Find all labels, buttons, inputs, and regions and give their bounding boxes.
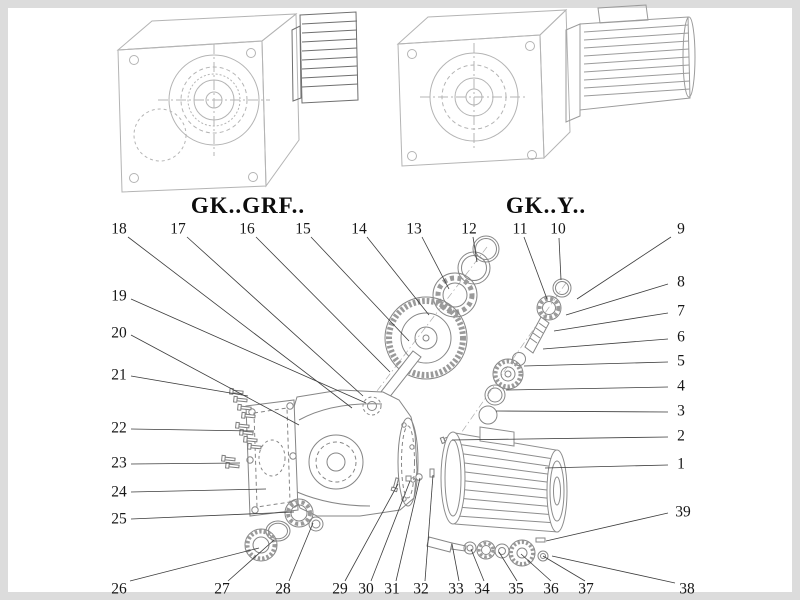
leader-line-35 [498,551,518,582]
leader-line-2 [451,436,669,441]
leader-line-36 [520,553,552,582]
leader-line-10 [558,237,562,281]
input-fin-cover [291,11,359,104]
leader-line-38 [551,555,676,584]
leader-line-32 [424,474,434,582]
leader-line-12 [472,236,478,263]
leader-line-1 [544,464,669,469]
leader-line-37 [542,555,586,582]
leader-line-25 [130,511,295,520]
leader-line-8 [565,283,669,316]
leader-line-24 [130,488,267,493]
variant-label-gk-y: GK..Y.. [505,193,587,218]
leader-line-28 [288,522,314,582]
leader-line-20 [130,334,300,426]
gearbox-y-drawing [396,4,696,167]
leader-line-22 [130,428,255,432]
leader-line-4 [505,386,669,391]
leader-line-14 [366,236,430,316]
input-pinion-stack [478,278,572,425]
leader-line-30 [370,480,411,582]
leader-line-34 [470,548,485,582]
leader-line-19 [130,298,367,404]
leader-line-23 [130,462,241,465]
leader-lines-layer [127,236,676,584]
leader-line-5 [523,361,669,367]
leader-line-21 [130,375,249,397]
leader-line-26 [129,547,260,582]
exploded-assembly [221,235,572,567]
leader-line-29 [344,483,399,582]
output-shaft-parts [426,536,549,567]
gear-housing [287,389,419,517]
leader-line-13 [421,236,450,290]
electric-motor [440,426,568,533]
input-gear-stack [365,235,500,417]
leader-line-39 [545,512,669,542]
leader-line-6 [542,338,669,350]
output-flange-plate [245,399,299,517]
leader-line-31 [395,477,421,582]
variant-label-gk-grf: GK..GRF.. [190,193,306,218]
leader-line-7 [553,312,669,332]
leader-line-9 [576,236,672,300]
axis-line-grf-input [366,246,488,405]
leader-line-18 [127,236,353,409]
gearbox-grf-drawing [116,11,359,193]
output-bearing-parts [244,498,324,562]
small-keys-plugs [405,468,435,482]
leader-line-11 [523,236,548,300]
motor-top-drawing [565,4,696,123]
leader-line-3 [495,410,669,413]
axis-line-y-input [451,282,567,447]
leader-line-27 [227,539,275,582]
leader-line-15 [310,236,410,342]
leader-line-17 [186,236,364,397]
leader-line-16 [255,236,391,373]
leader-line-33 [451,543,460,582]
